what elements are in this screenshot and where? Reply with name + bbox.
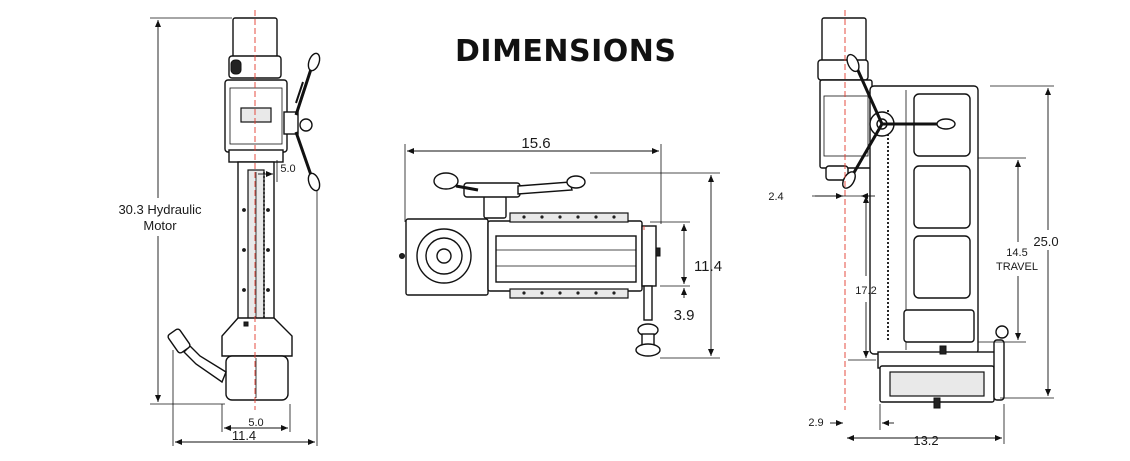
- overall-depth-label: 13.2: [913, 433, 938, 448]
- front-view-machine: [167, 17, 321, 401]
- top-view-machine: [399, 172, 661, 357]
- travel-text-label: TRAVEL: [996, 261, 1038, 273]
- spindle-height-label: 17.2: [855, 285, 876, 297]
- overall-width-label: 11.4: [232, 428, 256, 443]
- travel-value-label: 14.5: [1006, 247, 1027, 259]
- page-title: DIMENSIONS: [455, 34, 677, 69]
- side-view-machine: [817, 17, 1009, 409]
- height-label-line1: 30.3 Hydraulic: [118, 202, 202, 217]
- table-depth-label: 11.4: [694, 258, 722, 275]
- side-view-dimensions: 2.4 25.0 14.5 TRAVEL 17.2 2.9 13.2: [768, 85, 1059, 448]
- base-offset-label: 2.9: [808, 417, 823, 429]
- column-height-label: 25.0: [1033, 234, 1058, 249]
- front-view-dimensions: 30.3 Hydraulic Motor 5.0 5.0 11.4: [118, 17, 318, 446]
- base-width-label: 5.0: [248, 417, 263, 429]
- top-view-dimensions: 15.6 11.4 3.9: [404, 135, 722, 359]
- spindle-offset-label: 5.0: [280, 163, 295, 175]
- table-length-label: 15.6: [521, 135, 550, 152]
- handle-offset-label: 3.9: [674, 307, 695, 324]
- head-offset-label: 2.4: [768, 191, 783, 203]
- height-label-line2: Motor: [143, 218, 177, 233]
